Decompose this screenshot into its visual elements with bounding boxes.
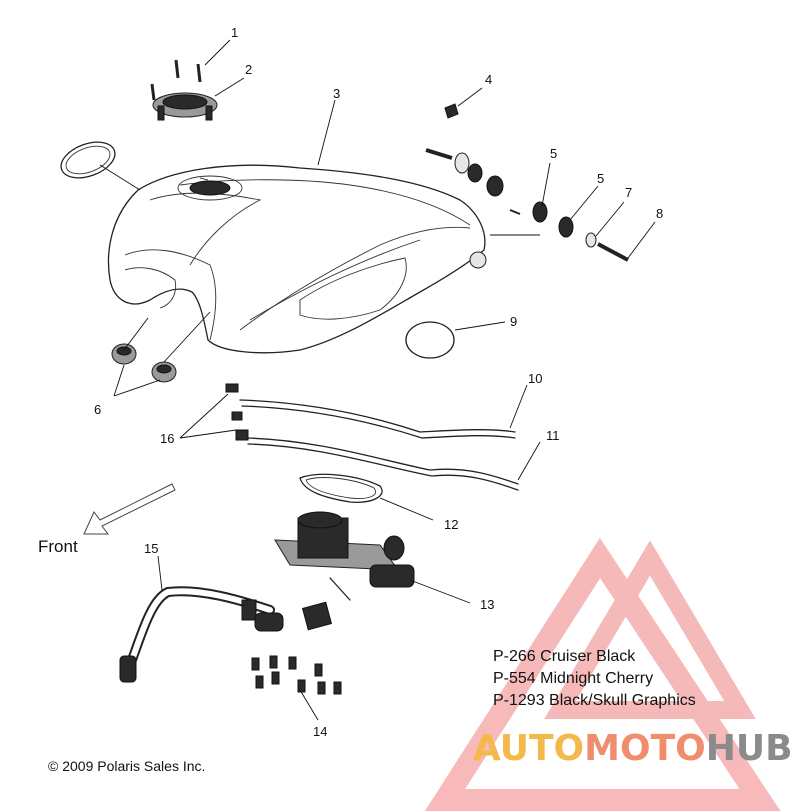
fuel-hose [119,586,284,683]
callout-10: 10 [528,371,542,386]
callout-1: 1 [231,25,238,40]
front-arrow-icon [83,483,176,535]
cap-screws [150,59,202,101]
callout-7: 7 [625,185,632,200]
front-label: Front [38,537,78,556]
filler-cap-plate [152,92,218,121]
callout-2: 2 [245,62,252,77]
callout-numbers: 1 2 3 4 5 5 6 7 8 9 10 11 12 13 14 15 16 [94,25,663,739]
rubber-grommets [111,343,177,383]
fuel-tank [107,164,487,354]
pump-screws [251,655,342,695]
watermark-part-moto: MOTO [584,728,706,769]
callout-5b: 5 [597,171,604,186]
callout-5a: 5 [550,146,557,161]
fuel-pump-assembly [274,511,415,631]
callout-11: 11 [546,428,560,443]
watermark-part-auto: AUTO [473,728,585,769]
color-option: P-1293 Black/Skull Graphics [493,692,696,709]
mount-hardware [425,103,629,262]
callout-3: 3 [333,86,340,101]
callout-12: 12 [444,517,458,532]
leader-lines [99,39,656,721]
filler-gasket [60,141,116,179]
color-option: P-266 Cruiser Black [493,648,636,665]
color-options-list: P-266 Cruiser Black P-554 Midnight Cherr… [493,646,696,712]
copyright-notice: © 2009 Polaris Sales Inc. [48,758,206,774]
callout-8: 8 [656,206,663,221]
callout-4: 4 [485,72,492,87]
watermark-part-hub: HUB [705,728,793,769]
callout-13: 13 [480,597,494,612]
callout-14: 14 [313,724,327,739]
callout-6: 6 [94,402,101,417]
watermark-triangle-logo [424,537,781,811]
callout-16: 16 [160,431,174,446]
fuel-lines [225,383,519,491]
callout-9: 9 [510,314,517,329]
watermark-logo: AUTOMOTOHUB [473,728,793,769]
tank-emblem [405,321,455,359]
color-option: P-554 Midnight Cherry [493,670,654,687]
callout-15: 15 [144,541,158,556]
pump-gasket [299,473,383,503]
